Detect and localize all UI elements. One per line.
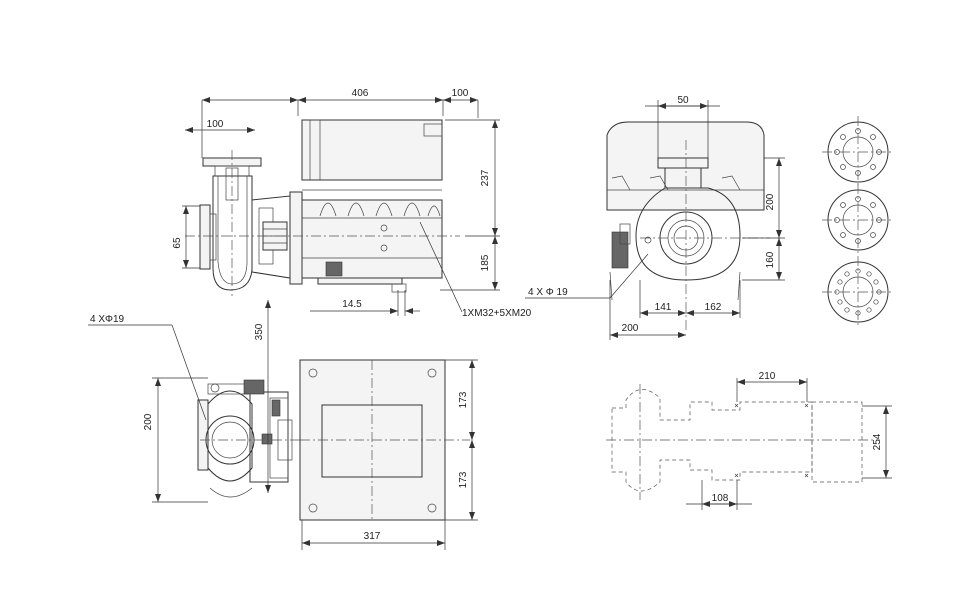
dim-shaft-height: 65 xyxy=(172,237,183,249)
dim-rear-width: 254 xyxy=(872,433,883,450)
plan-view: 350 200 173 173 317 4 XΦ19 xyxy=(88,300,478,550)
dim-rear-length: 210 xyxy=(759,371,776,382)
pump-volute xyxy=(212,175,253,291)
motor-body xyxy=(301,199,443,279)
terminal-box xyxy=(301,119,443,181)
pump-inlet-flange xyxy=(199,204,211,270)
dim-motor-depth: 317 xyxy=(364,531,381,542)
callout-bolts-left: 4 XΦ19 xyxy=(90,314,125,325)
rear-motor-outline xyxy=(811,401,863,483)
dim-terminal-offset: 100 xyxy=(452,88,469,99)
cooling-fins xyxy=(319,202,441,217)
callout-bolts-right: 4 X Φ 19 xyxy=(528,287,568,298)
dim-pump-flange-top: 100 xyxy=(207,119,224,130)
dim-front-height-upper: 200 xyxy=(765,193,776,210)
dim-front-half-left: 141 xyxy=(655,302,672,313)
dim-plan-height: 200 xyxy=(143,413,154,430)
dim-front-height-lower: 160 xyxy=(765,251,776,268)
dim-height-lower: 185 xyxy=(480,254,491,271)
rear-pump-outline xyxy=(611,389,813,492)
front-view: 50 200 160 141 162 200 4 X Φ 19 xyxy=(525,95,785,340)
dim-front-half-right: 162 xyxy=(705,302,722,313)
flange-8-hole xyxy=(822,184,894,256)
flange-4-hole xyxy=(822,116,894,188)
motor-foot xyxy=(317,277,403,285)
flange-details xyxy=(822,116,894,328)
motor-flange xyxy=(289,191,303,285)
dim-front-base-width: 200 xyxy=(622,323,639,334)
label-cable-entries: 1XM32+5XM20 xyxy=(462,308,532,319)
dim-height-upper: 237 xyxy=(480,169,491,186)
cable-gland xyxy=(325,261,343,277)
dim-front-nozzle: 50 xyxy=(677,95,689,106)
side-view: 406 100 100 237 185 65 14.5 1XM32+5XM20 xyxy=(172,88,532,319)
flange-12-hole xyxy=(822,256,894,328)
rear-view: 210 254 108 xyxy=(606,371,892,510)
dim-plan-clearance: 350 xyxy=(254,323,265,340)
dim-motor-width-bottom: 173 xyxy=(458,471,469,488)
dim-motor-width-top: 173 xyxy=(458,391,469,408)
dim-motor-length: 406 xyxy=(352,88,369,99)
plan-pump-casing xyxy=(207,390,253,482)
dim-base-offset: 14.5 xyxy=(342,299,362,310)
dim-rear-offset: 108 xyxy=(712,493,729,504)
front-sensor xyxy=(611,223,652,269)
